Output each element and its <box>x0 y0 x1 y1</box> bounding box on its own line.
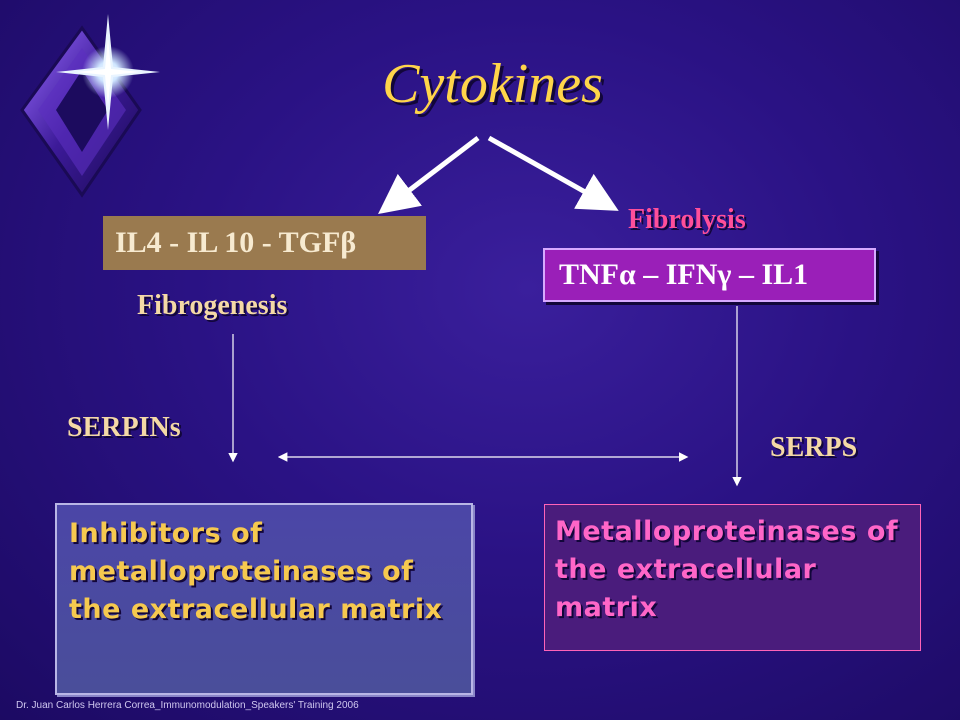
arrow-to-fibrogenesis <box>378 136 480 215</box>
right-cytokines-box: TNFα – IFNγ – IL1 <box>543 248 876 302</box>
fibrolysis-label: Fibrolysis <box>628 204 746 235</box>
page-title: Cytokines <box>382 53 603 115</box>
inhibitors-box: Inhibitors of metalloproteinases of the … <box>55 503 473 695</box>
arrow-to-fibrolysis <box>487 135 619 211</box>
left-cytokines-box: IL4 - IL 10 - TGFβ <box>103 216 426 270</box>
serps-label: SERPS <box>770 432 858 463</box>
metalloproteinases-box: Metalloproteinases of the extracellular … <box>544 504 921 651</box>
serpins-label: SERPINs <box>67 412 181 443</box>
footer-credit: Dr. Juan Carlos Herrera Correa_Immunomod… <box>16 700 359 711</box>
fibrogenesis-label: Fibrogenesis <box>137 290 288 321</box>
sparkle-star-icon <box>56 14 160 130</box>
